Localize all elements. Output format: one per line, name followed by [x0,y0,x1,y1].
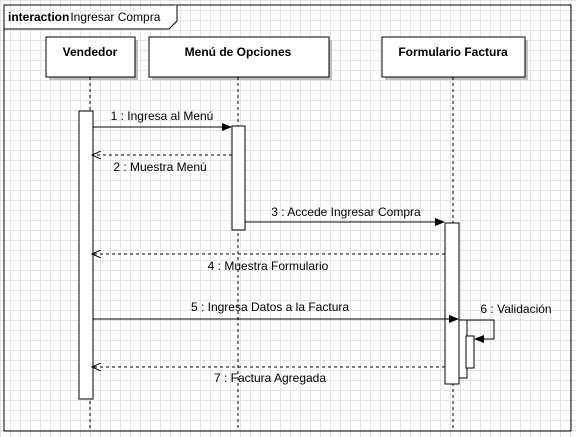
message-3[interactable]: 3 : Accede Ingresar Compra [245,205,445,226]
lifeline-formulario-label: Formulario Factura [398,45,508,59]
message-6-label: 6 : Validación [480,302,551,316]
frame-tab [4,5,178,30]
lifeline-vendedor-label: Vendedor [63,45,118,59]
lifeline-menu-de-opciones[interactable]: Menú de Opciones [148,36,332,428]
message-6-self[interactable]: 6 : Validación [467,302,552,343]
frame-keyword: interaction [8,10,69,24]
activation-formulario-self [465,335,475,369]
svg-text:interactionIngresar Compra: interactionIngresar Compra [8,10,161,24]
message-4[interactable]: 4 : Muestra Formulario [92,254,445,273]
lifeline-formulario-factura[interactable]: Formulario Factura [381,36,528,428]
lifeline-menu-label: Menú de Opciones [185,45,292,59]
message-2-label: 2 : Muestra Menú [113,160,206,174]
message-7[interactable]: 7 : Factura Agregada [92,367,445,385]
activation-formulario [444,222,460,385]
message-5-label: 5 : Ingresa Datos a la Factura [191,300,349,314]
interaction-frame: interactionIngresar Compra [3,4,572,432]
lifeline-vendedor[interactable]: Vendedor [45,36,138,428]
message-5[interactable]: 5 : Ingresa Datos a la Factura [93,300,459,323]
message-7-label: 7 : Factura Agregada [214,371,326,385]
activation-menu [231,125,246,231]
message-1-label: 1 : Ingresa al Menú [111,109,214,123]
message-4-label: 4 : Muestra Formulario [208,259,329,273]
message-2[interactable]: 2 : Muestra Menú [92,155,232,174]
message-1[interactable]: 1 : Ingresa al Menú [93,109,232,131]
frame-name: Ingresar Compra [70,10,160,24]
message-3-label: 3 : Accede Ingresar Compra [271,205,421,219]
activation-vendedor [78,110,94,400]
